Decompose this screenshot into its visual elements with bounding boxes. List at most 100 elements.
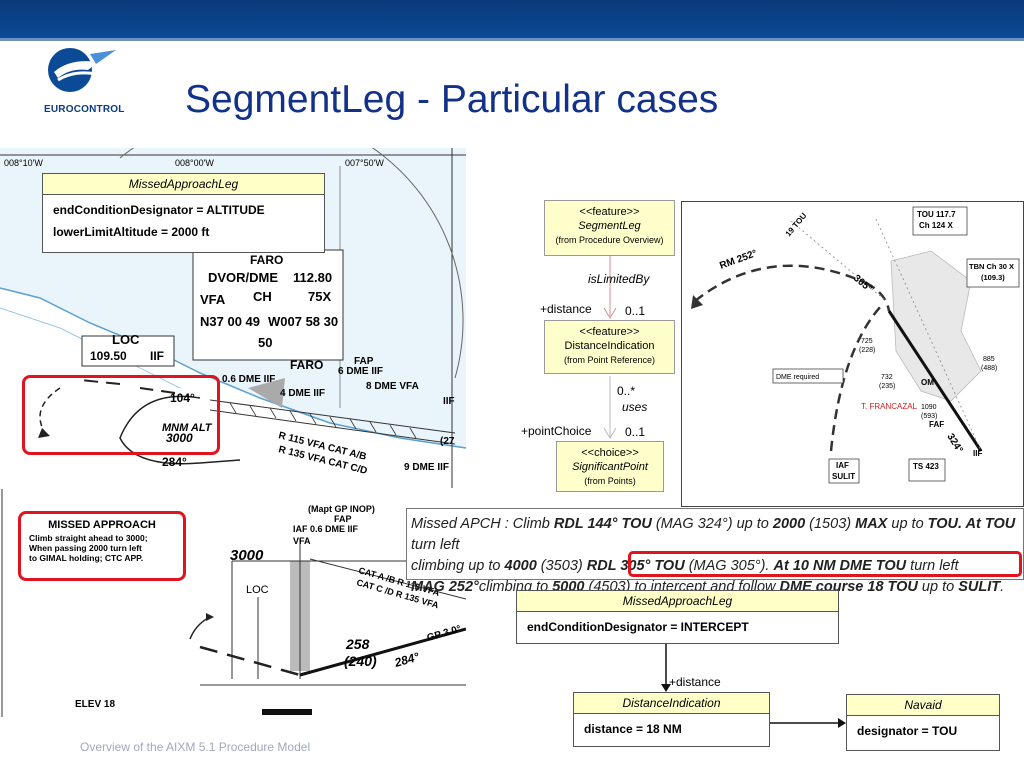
missed-approach-note: MISSED APPROACH Climb straight ahead to … xyxy=(18,511,186,581)
fap-profile-label: FAP xyxy=(334,514,352,524)
uml-distance-indication: <<feature>> DistanceIndication (from Poi… xyxy=(544,320,675,374)
ts-label: TS 423 xyxy=(913,462,939,471)
francazal-label: T. FRANCAZAL xyxy=(861,402,918,411)
elev-1090: 1090 xyxy=(921,404,937,411)
elev-228: (228) xyxy=(859,347,875,354)
uml-connectors xyxy=(603,256,617,439)
missed-text-2: When passing 2000 turn left xyxy=(29,543,142,553)
faro-label: FARO xyxy=(250,253,283,267)
lower-limit-altitude: lowerLimitAltitude = 2000 ft xyxy=(53,225,210,239)
plus-point-choice-label: +pointChoice xyxy=(521,424,592,438)
faro-lat: N37 00 49 xyxy=(200,314,260,329)
elev-label: ELEV 18 xyxy=(75,699,115,710)
tbn-ch: TBN Ch 30 X xyxy=(969,262,1014,271)
faro-dvor: DVOR/DME xyxy=(208,270,278,285)
stereotype: <<feature>> xyxy=(579,326,640,338)
elev-593: (593) xyxy=(921,413,937,420)
navaid-designator: designator = TOU xyxy=(857,724,958,738)
coord-1: 008°10'W xyxy=(4,158,43,168)
alt-258-label: 258 xyxy=(345,636,370,652)
navaid-box: Navaid designator = TOU xyxy=(846,694,1000,751)
uml-segment-leg: <<feature>> SegmentLeg (from Procedure O… xyxy=(544,200,675,256)
missed-approach-title: MISSED APPROACH xyxy=(48,519,156,531)
page-title: SegmentLeg - Particular cases xyxy=(185,78,719,121)
header-bar xyxy=(0,0,1024,38)
missed-approach-leg-intercept: MissedApproachLeg endConditionDesignator… xyxy=(516,590,839,644)
end-condition-altitude: endConditionDesignator = ALTITUDE xyxy=(53,203,265,217)
stereotype: <<feature>> xyxy=(579,206,640,218)
coord-3: 007°50'W xyxy=(345,158,384,168)
plus-distance-label: +distance xyxy=(540,302,592,316)
faro-lon: W007 58 30 xyxy=(268,314,338,329)
is-limited-by-label: isLimitedBy xyxy=(588,272,650,286)
faro-50: 50 xyxy=(258,335,272,350)
tbn-freq: (109.3) xyxy=(981,273,1005,282)
box-header: DistanceIndication xyxy=(574,693,769,714)
faro2-label: FARO xyxy=(290,358,323,372)
iaf-dme-label: IAF 0.6 DME IIF xyxy=(293,524,359,534)
alt-240-label: (240) xyxy=(344,653,377,669)
class-origin: (from Procedure Overview) xyxy=(555,235,664,245)
dme9-label: 9 DME IIF xyxy=(404,462,449,473)
mnm-alt-value: 3000 xyxy=(166,431,193,445)
class-name: SignificantPoint xyxy=(572,461,648,473)
header-stripe xyxy=(0,38,1024,41)
loc-profile-label: LOC xyxy=(246,584,269,596)
radial-284: 284° xyxy=(162,455,187,469)
elev-488: (488) xyxy=(981,365,997,372)
elev-235: (235) xyxy=(879,383,895,390)
faro-vfa: VFA xyxy=(200,292,226,307)
dme6-label: 6 DME IIF xyxy=(338,366,383,377)
class-origin: (from Points) xyxy=(584,476,636,486)
box-header: Navaid xyxy=(847,695,999,716)
fap-label: FAP xyxy=(354,356,374,367)
missed-approach-leg-altitude: MissedApproachLeg endConditionDesignator… xyxy=(42,173,325,253)
uml-significant-point: <<choice>> SignificantPoint (from Points… xyxy=(556,441,664,492)
radial-284-profile: 284° xyxy=(392,650,421,671)
sulit-label: SULIT xyxy=(832,472,855,481)
class-name: DistanceIndication xyxy=(564,340,655,352)
iaf-label: IAF xyxy=(836,461,849,470)
om-label: OM xyxy=(921,378,934,387)
logo-text: EUROCONTROL xyxy=(44,104,125,115)
distance-indication-box: DistanceIndication distance = 18 NM xyxy=(573,692,770,747)
missed-text-3: to GIMAL holding; CTC APP. xyxy=(29,553,144,563)
multiplicity-0-1-top: 0..1 xyxy=(625,304,646,318)
multiplicity-0-many: 0..* xyxy=(617,384,636,398)
end-condition-intercept: endConditionDesignator = INTERCEPT xyxy=(527,620,749,634)
highlight-intercept-clause xyxy=(628,551,1022,577)
radial-104: 104° xyxy=(170,391,195,405)
uses-label: uses xyxy=(622,400,648,414)
tou-vor: TOU 117.7 xyxy=(917,210,956,219)
loc-label: LOC xyxy=(112,332,140,347)
footer-text: Overview of the AIXM 5.1 Procedure Model xyxy=(80,740,311,754)
mnm-alt-label: MNM ALT xyxy=(162,422,213,434)
distance-value: distance = 18 NM xyxy=(584,722,682,736)
highlight-missed-holding xyxy=(22,375,220,455)
dme8-label: 8 DME VFA xyxy=(366,381,419,392)
tou-ch: Ch 124 X xyxy=(919,221,953,230)
elev-725: 725 xyxy=(861,338,873,345)
faf-label: FAF xyxy=(929,420,944,429)
stereotype: <<choice>> xyxy=(581,447,639,459)
box-header: MissedApproachLeg xyxy=(43,174,324,195)
faro-ch: CH xyxy=(253,289,272,304)
missed-text-1: Climb straight ahead to 3000; xyxy=(29,533,148,543)
eurocontrol-logo-icon xyxy=(48,48,116,92)
elev-885: 885 xyxy=(983,356,995,363)
toulouse-chart-map: TOU 117.7 Ch 124 X TBN Ch 30 X (109.3) R… xyxy=(681,201,1024,507)
elev-732: 732 xyxy=(881,374,893,381)
class-origin: (from Point Reference) xyxy=(563,355,656,365)
plus-distance-label-2: +distance xyxy=(669,675,721,689)
loc-freq: 109.50 xyxy=(90,349,127,363)
vfa-profile-label: VFA xyxy=(293,536,311,546)
intercept-connectors xyxy=(661,644,846,728)
dme-required-label: DME required xyxy=(776,374,819,381)
faro-freq: 112.80 xyxy=(293,270,332,285)
mapt-label: (Mapt GP INOP) xyxy=(308,504,375,514)
loc-iif: IIF xyxy=(150,349,164,363)
box-header: MissedApproachLeg xyxy=(517,591,838,612)
alt-3000-label: 3000 xyxy=(230,547,264,564)
class-name: SegmentLeg xyxy=(578,220,641,232)
iif-label: IIF xyxy=(443,396,455,407)
